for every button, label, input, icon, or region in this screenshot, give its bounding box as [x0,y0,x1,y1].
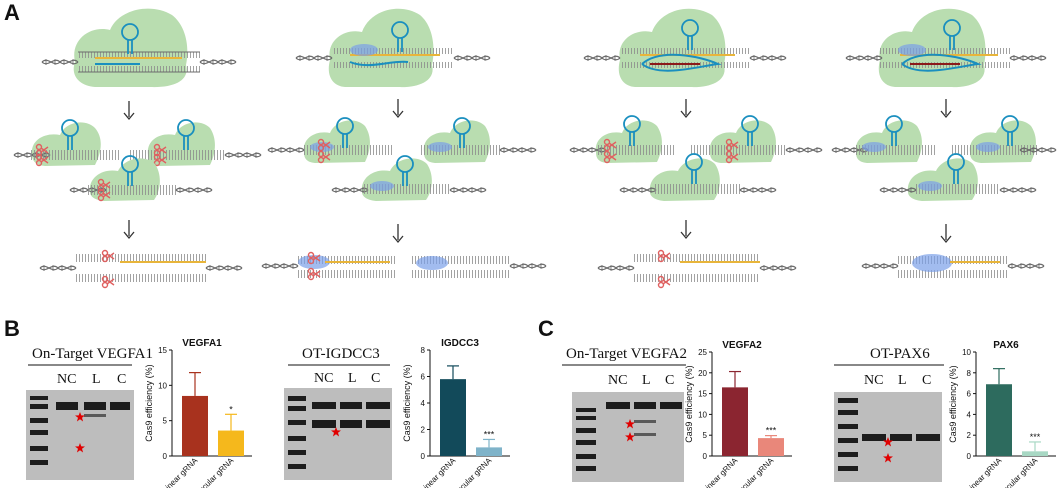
y-tick-label: 2 [967,431,972,440]
lane-label-l: L [92,372,101,387]
schematic-column-4 [831,8,1057,278]
y-axis-label: Cas9 efficiency (%) [948,365,958,442]
cas9-protein-shape [73,8,188,88]
y-tick-label: 5 [163,417,168,426]
gel-title: On-Target VEGFA1 [32,346,153,362]
y-tick-label: 0 [967,452,972,461]
bar [1022,451,1048,456]
gel-title: OT-PAX6 [870,346,930,362]
gel-vegfa1: On-Target VEGFA1 NC L C [26,346,153,480]
y-tick-label: 4 [421,399,426,408]
lane-label-c: C [922,373,931,388]
lane-label-c: C [371,371,380,386]
y-tick-label: 10 [698,410,707,419]
y-tick-label: 2 [421,426,426,435]
bar [218,430,244,456]
y-tick-label: 8 [967,369,972,378]
lane-label-nc: NC [608,373,627,388]
gel-pax6: OT-PAX6 NC L C [834,346,944,482]
schematic-column-3 [569,8,823,289]
bar [722,387,748,456]
lane-label-nc: NC [864,373,883,388]
gel-title: OT-IGDCC3 [302,346,380,362]
category-label: Circular gRNA [733,456,776,488]
y-tick-label: 0 [163,452,168,461]
schematic-column-1 [13,8,262,289]
lane-label-l: L [642,373,651,388]
y-tick-label: 10 [158,381,167,390]
chart-title: VEGFA2 [722,340,762,351]
panel-c-label: C [538,316,554,341]
bar [476,447,502,456]
y-axis-label: Cas9 efficiency (%) [684,365,694,442]
significance-marker: *** [766,426,777,436]
y-tick-label: 15 [158,346,167,355]
chart-title: PAX6 [993,340,1019,351]
gel-igdcc3: OT-IGDCC3 NC L C [284,346,392,480]
bar [986,384,1012,456]
panel-b-label: B [4,316,20,341]
lane-label-nc: NC [57,372,76,387]
y-tick-label: 10 [962,348,971,357]
category-label: Circular gRNA [997,456,1040,488]
bar [440,379,466,456]
y-tick-label: 0 [703,452,708,461]
y-tick-label: 0 [421,452,426,461]
significance-marker: *** [1030,432,1041,442]
y-tick-label: 8 [421,346,426,355]
lane-label-l: L [348,371,357,386]
schematic-column-2 [261,8,547,281]
y-tick-label: 6 [967,390,972,399]
y-axis-label: Cas9 efficiency (%) [402,364,412,441]
lane-label-c: C [117,372,126,387]
lane-label-nc: NC [314,371,333,386]
lane-label-l: L [898,373,907,388]
gel-vegfa2: On-Target VEGFA2 NC L C [562,346,687,482]
y-tick-label: 5 [703,431,708,440]
gel-title: On-Target VEGFA2 [566,346,687,362]
chart-title: IGDCC3 [441,338,479,349]
y-axis-label: Cas9 efficiency (%) [144,364,154,441]
category-label: Circular gRNA [193,456,236,488]
chart-title: VEGFA1 [182,338,222,349]
significance-marker: * [229,404,233,414]
y-tick-label: 20 [698,369,707,378]
category-label: Circular gRNA [451,456,494,488]
bar [758,438,784,456]
bar [182,395,208,456]
y-tick-label: 6 [421,373,426,382]
y-tick-label: 25 [698,348,707,357]
y-tick-label: 4 [967,410,972,419]
significance-marker: *** [484,429,495,439]
y-tick-label: 15 [698,390,707,399]
lane-label-c: C [665,373,674,388]
panel-a-label: A [4,0,20,25]
